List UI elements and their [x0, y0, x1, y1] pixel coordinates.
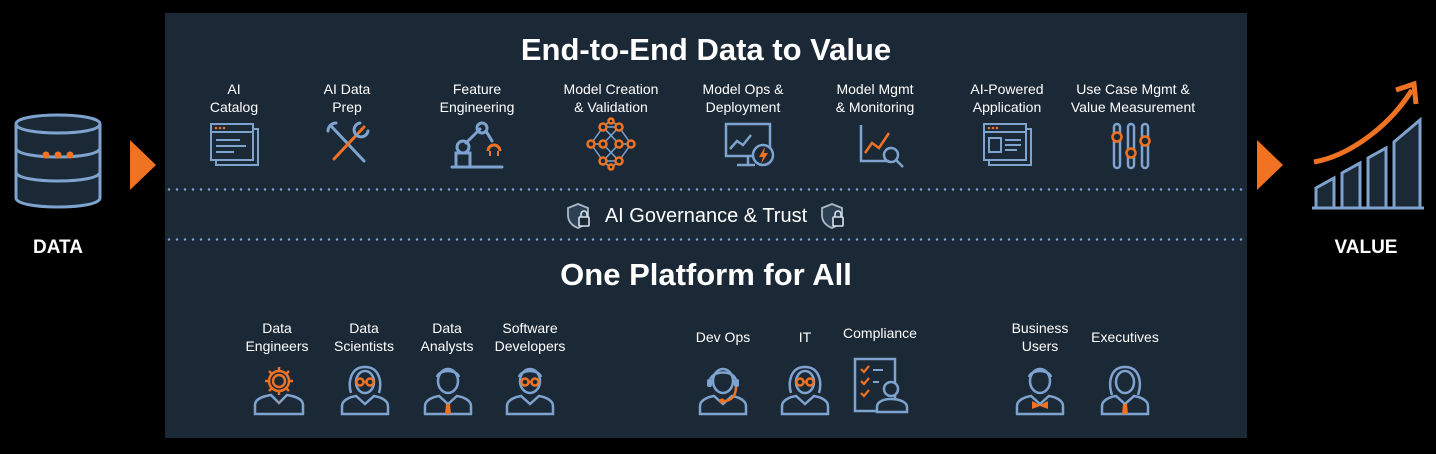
stage-label: Model Ops & Deployment	[702, 81, 784, 115]
checklist-user-icon	[853, 357, 909, 414]
stage-label: Model Creation & Validation	[563, 81, 659, 115]
top-title: End-to-End Data to Value	[520, 32, 892, 67]
sliders-icon	[1111, 122, 1151, 170]
persona-label: IT	[798, 329, 812, 345]
persona-label: Data Analysts	[420, 320, 474, 354]
bottom-title: One Platform for All	[560, 257, 852, 292]
analyst-icon	[423, 365, 473, 416]
stage-label: AI Catalog	[209, 81, 259, 115]
catalog-icon	[210, 123, 260, 167]
chart-magnifier-icon	[859, 123, 905, 169]
engineer-gear-icon	[253, 365, 305, 416]
monitor-deploy-icon	[724, 122, 777, 169]
governance-row: AI Governance & Trust	[165, 202, 1247, 230]
separator-bottom	[165, 238, 1247, 241]
persona-label: Executives	[1091, 329, 1159, 345]
growth-chart-icon	[1308, 78, 1428, 210]
persona-label: Data Engineers	[245, 320, 309, 354]
shield-lock-icon	[566, 203, 591, 229]
stage-label: AI-Powered Application	[970, 81, 1044, 115]
neural-network-icon	[585, 117, 637, 171]
data-label: DATA	[33, 237, 83, 258]
scientist-icon	[340, 365, 390, 416]
stage-label: AI Data Prep	[323, 81, 371, 115]
separator-top	[165, 188, 1247, 191]
persona-label: Data Scientists	[334, 320, 394, 354]
executive-icon	[1100, 365, 1150, 416]
stage-label: Feature Engineering	[439, 81, 515, 115]
application-window-icon	[983, 123, 1033, 167]
persona-label: Business Users	[1011, 320, 1069, 354]
it-user-icon	[780, 365, 830, 416]
database-icon	[12, 110, 104, 212]
stage-label: Model Mgmt & Monitoring	[835, 81, 915, 115]
persona-label: Compliance	[843, 325, 917, 341]
tools-icon	[326, 121, 370, 167]
business-user-icon	[1015, 365, 1065, 416]
governance-label: AI Governance & Trust	[604, 204, 808, 227]
stage-label: Use Case Mgmt & Value Measurement	[1070, 81, 1196, 115]
shield-lock-icon	[821, 203, 845, 229]
platform-panel: End-to-End Data to Value AI Catalog AI D…	[165, 13, 1247, 438]
value-label: VALUE	[1334, 237, 1398, 258]
robot-arm-icon	[450, 121, 506, 169]
persona-label: Dev Ops	[695, 329, 751, 345]
developer-icon	[505, 365, 555, 416]
arrow-right-icon	[1257, 140, 1283, 190]
headset-user-icon	[698, 363, 748, 416]
arrow-right-icon	[130, 140, 156, 190]
persona-label: Software Developers	[494, 320, 566, 354]
